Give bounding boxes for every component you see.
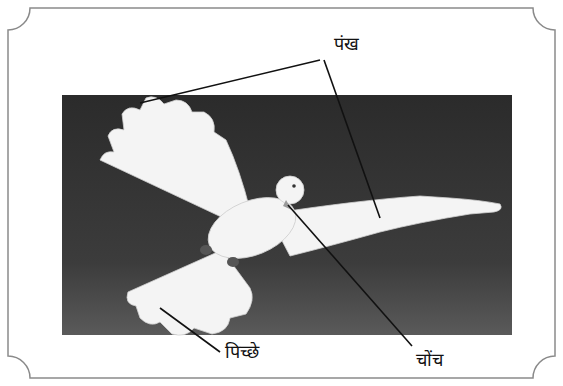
- foot: [200, 245, 212, 255]
- photo-background: [62, 95, 512, 335]
- right-wing: [268, 196, 501, 256]
- part-label: पंख: [332, 33, 361, 55]
- leader-line: [288, 205, 412, 346]
- frame-border: [8, 8, 555, 378]
- foot: [227, 257, 239, 267]
- head: [276, 176, 304, 204]
- part-label: पिच्छे: [223, 341, 261, 363]
- eye: [292, 184, 296, 188]
- part-label: चोंच: [414, 349, 445, 371]
- leader-line: [160, 308, 220, 352]
- leader-line: [324, 60, 380, 218]
- tail-feathers: [127, 250, 252, 335]
- leader-line: [140, 60, 320, 103]
- left-wing: [100, 97, 250, 222]
- dove: [100, 97, 501, 335]
